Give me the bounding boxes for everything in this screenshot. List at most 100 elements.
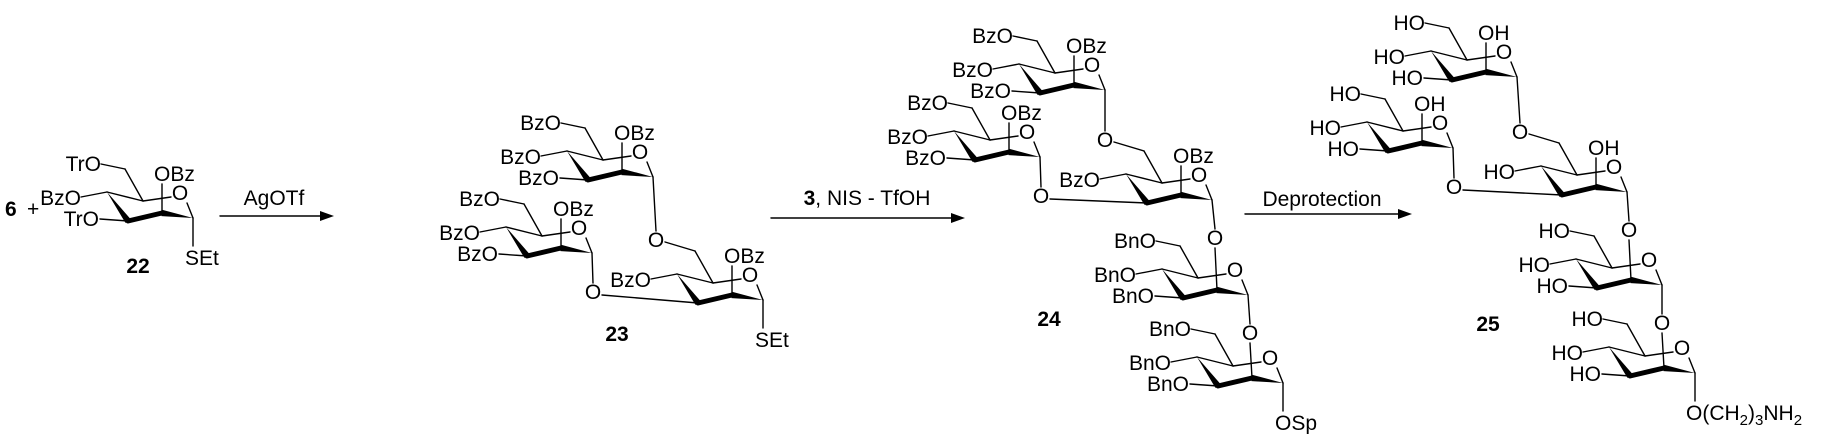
- bond: [106, 191, 144, 202]
- o2-substituent: OBz: [553, 198, 594, 221]
- wedge-bond: [1630, 276, 1662, 285]
- bond: [1569, 230, 1595, 237]
- bond: [1549, 258, 1577, 265]
- o2-substituent: OBz: [1001, 102, 1042, 125]
- linkage-oxygen: O: [585, 281, 601, 304]
- ring-oxygen: O: [571, 217, 587, 240]
- bond: [1568, 285, 1598, 289]
- reagent-compound-3: 3: [804, 187, 816, 210]
- anomeric-substituent: OSp: [1275, 412, 1317, 434]
- bond: [1113, 141, 1145, 152]
- subscript: 2: [1740, 412, 1748, 429]
- wedge-bond: [1576, 259, 1600, 290]
- formula-part: O(CH: [1686, 402, 1740, 425]
- compound-24-structure: OBzOBzOBzOOBzOBzOBzOBzOOBzOBzOOBzOBnOBnO…: [887, 25, 1317, 434]
- bond: [1528, 133, 1560, 144]
- o6-substituent: BzO: [972, 25, 1013, 48]
- bond: [540, 150, 568, 157]
- bond: [1448, 27, 1468, 61]
- o6-substituent: BzO: [907, 92, 948, 115]
- wedge-bond: [1019, 64, 1043, 95]
- o3-substituent: HO: [1328, 138, 1360, 161]
- bond: [1366, 121, 1404, 132]
- molecules: OTrOBzOTrOOBzSEtOBzOBzOBzOOBzOBzOBzOBzOO…: [40, 12, 1802, 434]
- bond: [1214, 333, 1234, 367]
- bond: [602, 155, 632, 161]
- bond: [1135, 268, 1163, 275]
- o2-substituent: OBz: [1066, 35, 1107, 58]
- bond: [1018, 63, 1056, 74]
- linkage-oxygen: O: [1512, 121, 1528, 144]
- bond: [1594, 277, 1634, 291]
- wedge-bond: [1541, 166, 1565, 197]
- bond: [1211, 199, 1216, 230]
- bond: [1170, 356, 1198, 363]
- wedge-bond: [1008, 148, 1040, 157]
- ring-oxygen: O: [1227, 259, 1243, 282]
- linkage-oxygen: O: [1242, 322, 1258, 345]
- bond: [1241, 279, 1249, 296]
- o3-substituent: HO: [1537, 275, 1569, 298]
- bond: [1360, 93, 1386, 100]
- bond: [664, 241, 696, 252]
- bond: [505, 226, 543, 237]
- compound-25-structure: OHOHOHOOHOHOHOHOOHOHOOHOHOHOHOOHOHOHOO(C…: [1310, 12, 1803, 429]
- bond: [712, 278, 742, 284]
- wedge-bond: [1162, 269, 1186, 300]
- linkage-oxygen: O: [648, 229, 664, 252]
- wedge-bond: [506, 227, 530, 258]
- wedge-bond: [731, 291, 763, 300]
- o4-substituent: HO: [1374, 46, 1406, 69]
- wedge-bond: [1421, 139, 1453, 148]
- bond: [601, 294, 699, 304]
- bond: [1155, 240, 1181, 247]
- reaction-arrow-2: [770, 213, 965, 223]
- bond: [559, 177, 589, 181]
- bond: [650, 273, 678, 280]
- o4-substituent: BzO: [610, 269, 651, 292]
- arrowhead-icon: [320, 211, 334, 221]
- bond: [1197, 273, 1227, 279]
- o4-substituent: BnO: [1094, 264, 1136, 287]
- bond: [1575, 258, 1613, 269]
- o4-substituent: BzO: [439, 222, 480, 245]
- wedge-bond: [1073, 81, 1105, 90]
- anomeric-substituent: SEt: [185, 247, 219, 270]
- bond: [1011, 90, 1041, 94]
- ring-oxygen: O: [1496, 41, 1512, 64]
- bond: [1214, 247, 1218, 291]
- linkage-oxygen: O: [1207, 227, 1223, 250]
- bond: [1143, 150, 1163, 184]
- o2-substituent: OBz: [154, 163, 195, 186]
- o4-substituent: BnO: [1129, 352, 1171, 375]
- bond: [1036, 40, 1056, 74]
- bond: [1466, 55, 1496, 61]
- ring-oxygen: O: [1019, 121, 1035, 144]
- o3-substituent: HO: [1392, 67, 1424, 90]
- bond: [1144, 192, 1184, 206]
- bond: [125, 210, 165, 224]
- arrowhead-icon: [1398, 209, 1412, 219]
- o6-substituent: TrO: [66, 153, 101, 176]
- reagent-agotf: AgOTf: [244, 187, 305, 210]
- bond: [1559, 184, 1599, 198]
- bond: [1627, 365, 1667, 379]
- o4-substituent: HO: [1519, 254, 1551, 277]
- bond: [186, 202, 194, 219]
- linkage-oxygen: O: [1654, 312, 1670, 335]
- ring-oxygen: O: [1084, 54, 1100, 77]
- o2-substituent: OBz: [614, 122, 655, 145]
- ring-oxygen: O: [632, 141, 648, 164]
- o6-substituent: BnO: [1149, 318, 1191, 341]
- wedge-bond: [1609, 347, 1633, 378]
- o2-substituent: OBz: [1173, 145, 1214, 168]
- bond: [1161, 268, 1199, 279]
- bond: [646, 161, 654, 178]
